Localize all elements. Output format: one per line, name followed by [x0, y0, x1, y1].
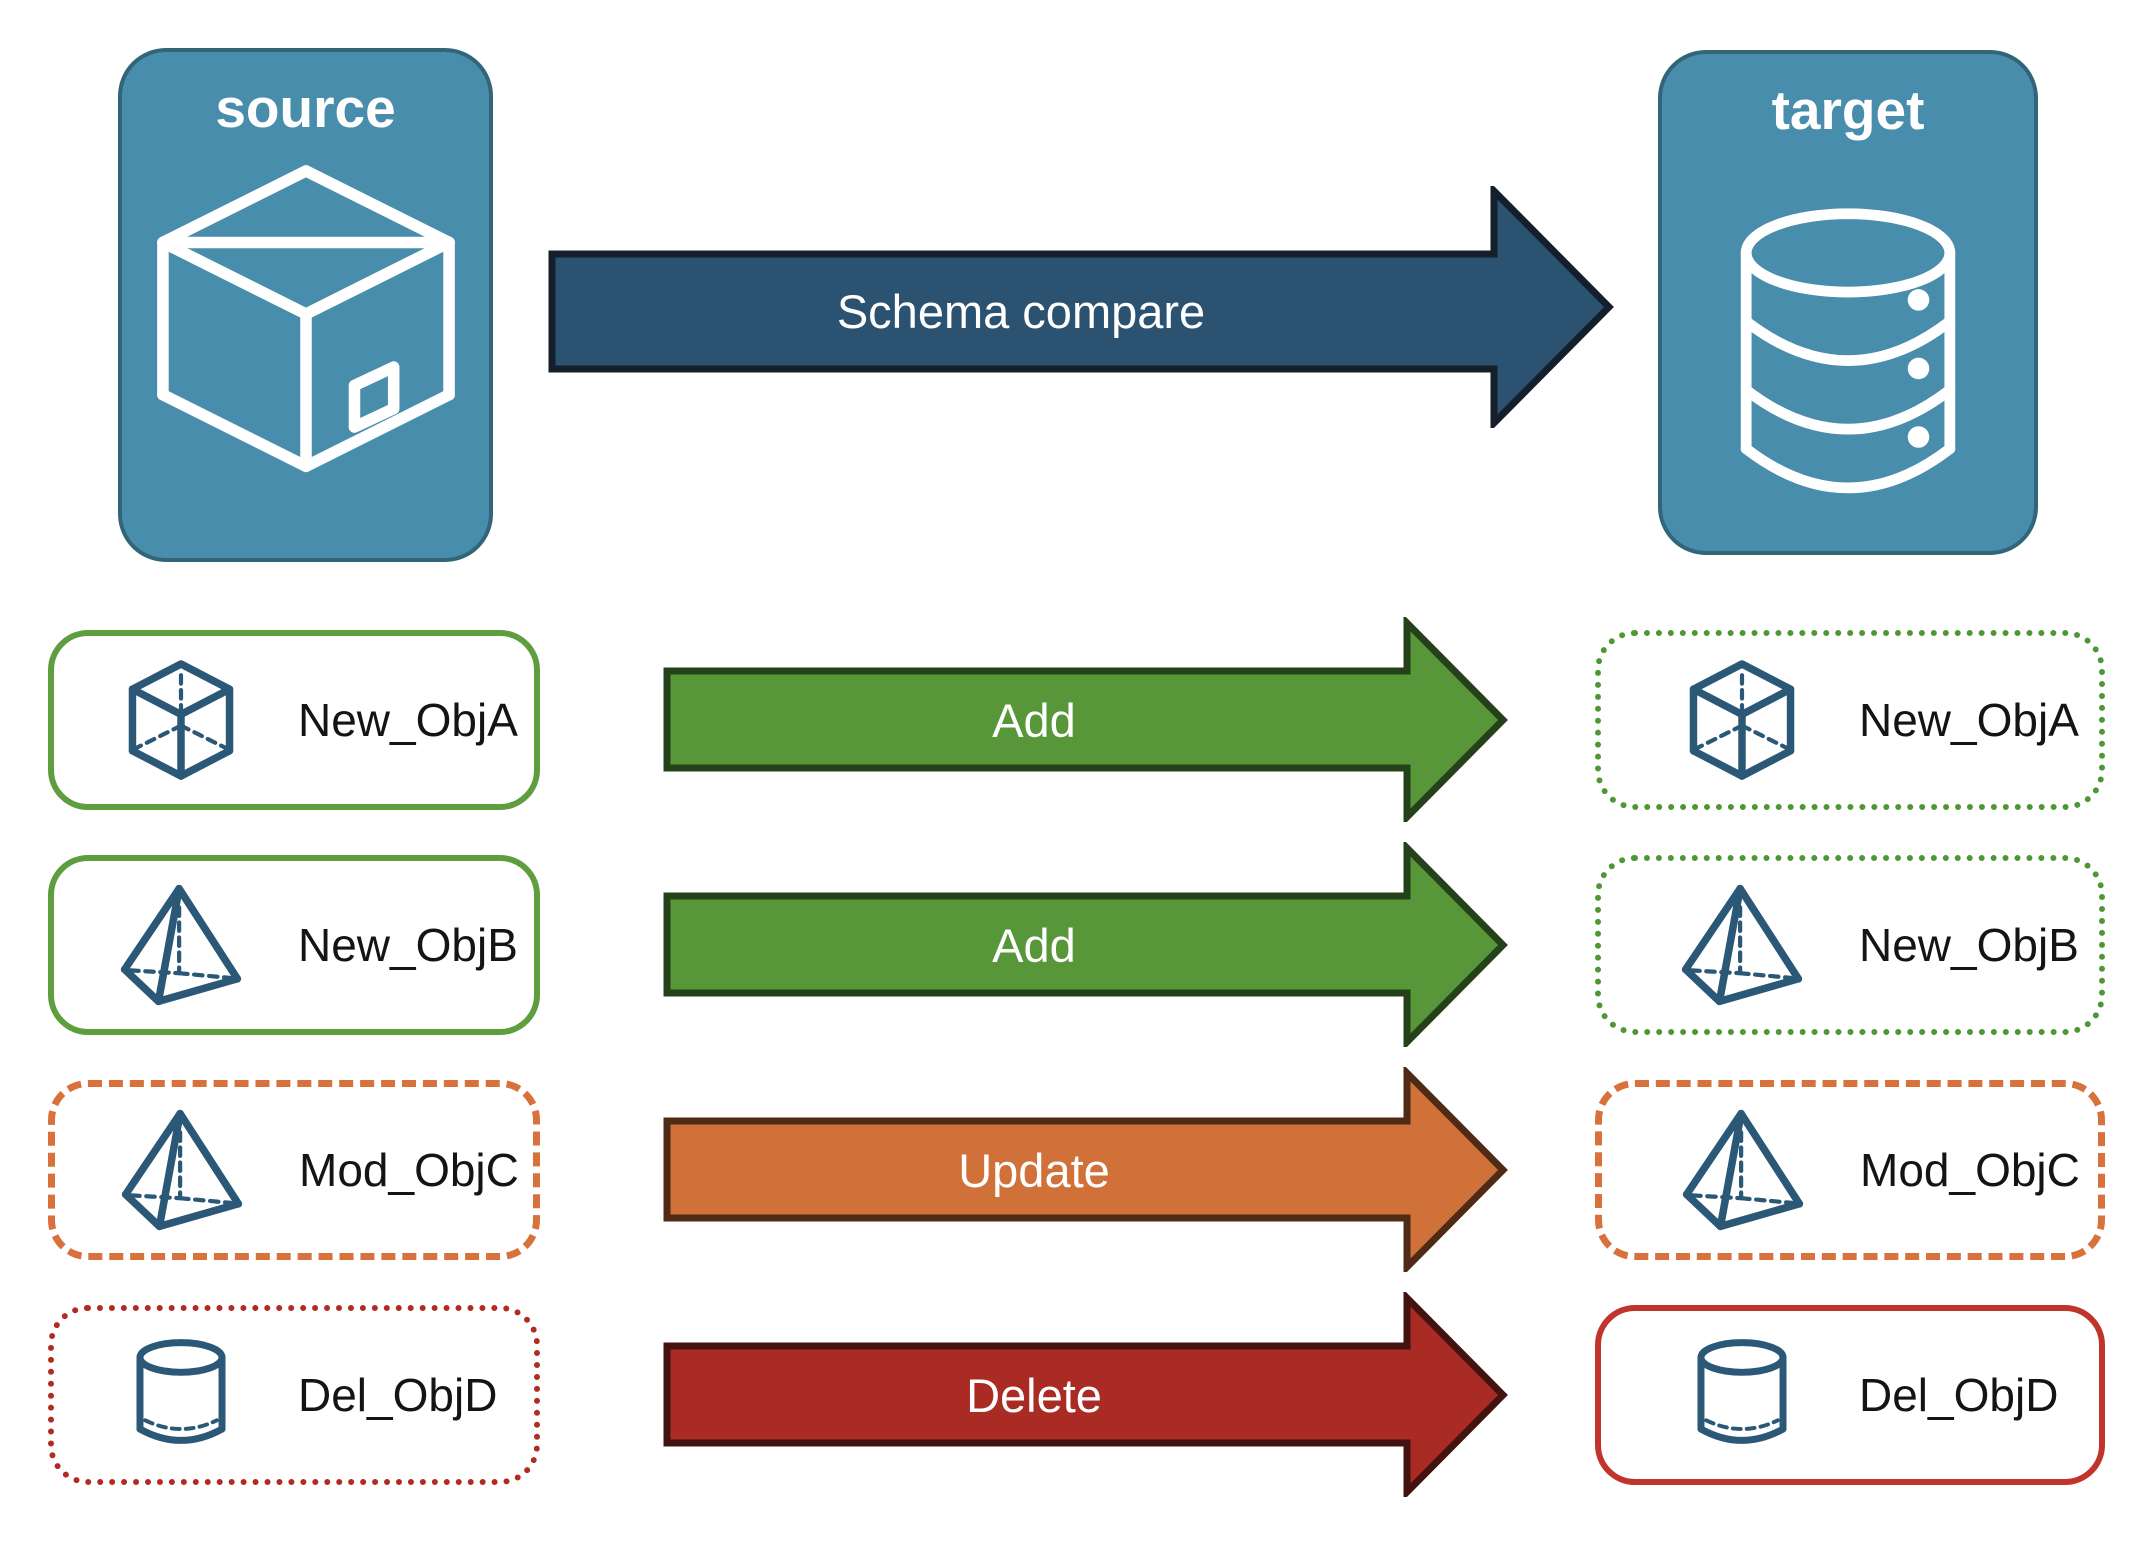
schema-compare-arrow: [548, 186, 1614, 428]
pyramid-icon: [121, 1109, 243, 1231]
source-object-box-new-obja: New_ObjA: [48, 630, 540, 810]
source-object-box-new-objb: New_ObjB: [48, 855, 540, 1035]
cylinder-icon: [136, 1339, 226, 1444]
pyramid-icon: [120, 884, 242, 1006]
add-arrow-label: Add: [992, 918, 1076, 972]
schema-compare-arrow-label: Schema compare: [836, 284, 1206, 338]
cylinder-icon: [1697, 1339, 1787, 1444]
delete-arrow: [663, 1292, 1508, 1497]
cube-icon: [128, 660, 234, 780]
diff-row-new-objb: New_ObjB Add New_ObjB: [0, 842, 2150, 1047]
target-object-box-mod-objc: Mod_ObjC: [1595, 1080, 2105, 1260]
source-object-box-mod-objc: Mod_ObjC: [48, 1080, 540, 1260]
diff-row-mod-objc: Mod_ObjC Update Mod_ObjC: [0, 1067, 2150, 1272]
object-label: Del_ObjD: [298, 1369, 498, 1421]
diff-row-new-obja: New_ObjA Add New_ObjA: [0, 617, 2150, 822]
add-arrow: [663, 617, 1508, 822]
pyramid-icon: [1681, 884, 1803, 1006]
object-label: Mod_ObjC: [1860, 1144, 2080, 1196]
target-object-box-new-obja: New_ObjA: [1595, 630, 2105, 810]
package-icon: [156, 165, 455, 473]
update-arrow: [663, 1067, 1508, 1272]
object-label: New_ObjB: [298, 919, 518, 971]
object-label: New_ObjA: [1859, 694, 2079, 746]
add-arrow: [663, 842, 1508, 1047]
target-object-box-new-objb: New_ObjB: [1595, 855, 2105, 1035]
add-arrow-label: Add: [992, 693, 1076, 747]
cube-icon: [1689, 660, 1795, 780]
source-panel: source: [118, 48, 493, 562]
update-arrow-label: Update: [958, 1143, 1110, 1197]
object-label: New_ObjB: [1859, 919, 2079, 971]
pyramid-icon: [1682, 1109, 1804, 1231]
diff-row-del-objd: Del_ObjD Delete Del_ObjD: [0, 1292, 2150, 1497]
target-object-box-del-objd: Del_ObjD: [1595, 1305, 2105, 1485]
database-icon: [1740, 208, 1956, 494]
source-panel-title: source: [215, 77, 396, 139]
delete-arrow-label: Delete: [966, 1368, 1102, 1422]
target-panel: target: [1658, 50, 2038, 555]
source-object-box-del-objd: Del_ObjD: [48, 1305, 540, 1485]
target-panel-title: target: [1771, 79, 1925, 141]
object-label: Mod_ObjC: [299, 1144, 519, 1196]
object-label: New_ObjA: [298, 694, 518, 746]
object-label: Del_ObjD: [1859, 1369, 2059, 1421]
